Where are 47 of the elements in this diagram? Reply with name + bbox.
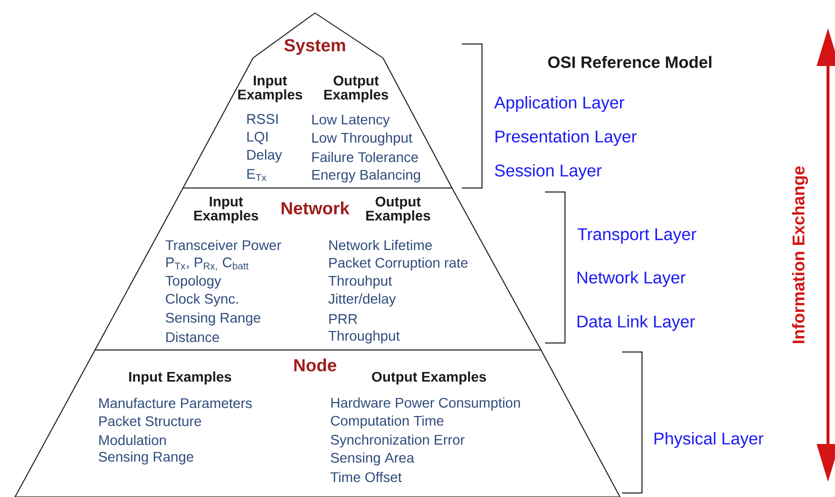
- layer-name: Session Layer: [494, 164, 602, 180]
- example-item: Delay: [247, 149, 282, 163]
- column-heading: Output Examples: [372, 371, 486, 385]
- example-item: Sensing Range: [98, 451, 194, 464]
- example-item: E$_{Tx}$: [247, 169, 266, 181]
- band-title: System: [284, 39, 346, 55]
- example-item: Sensing Range: [166, 312, 260, 326]
- layer-name: Presentation Layer: [496, 130, 637, 146]
- example-item: Energy Balancing: [312, 169, 420, 183]
- example-item: Computation Time: [330, 415, 444, 429]
- example-item: Sensing Area: [330, 452, 414, 466]
- example-item: Time Offset: [330, 472, 402, 482]
- example-item: Hardware Power Consumption: [331, 397, 520, 411]
- layer-name: Application Layer: [494, 96, 624, 112]
- example-item: Clock Sync.: [166, 293, 238, 307]
- example-item: Synchronization Error: [330, 434, 465, 448]
- example-item: Low Throughput: [312, 132, 412, 146]
- example-item: Throuhput: [328, 275, 392, 289]
- column-heading: Input Examples: [194, 196, 258, 224]
- column-heading: Output Examples: [366, 196, 430, 224]
- example-item: PRR: [329, 314, 358, 324]
- example-item: Throughput: [328, 330, 400, 344]
- example-item: RSSI: [247, 114, 278, 124]
- layer-name: Transport Layer: [578, 228, 696, 244]
- column-heading: Input Examples: [238, 76, 302, 102]
- example-item: Distance: [166, 332, 220, 342]
- example-item: Packet Structure: [99, 416, 202, 426]
- layer-name: Physical Layer: [654, 432, 764, 448]
- example-item: LQI: [247, 132, 268, 144]
- example-item: Transceiver Power: [166, 240, 282, 250]
- example-item: Topology: [166, 275, 222, 289]
- example-item: P$_{Tx}$, P$_{Rx,}$ C$_{batt}$: [166, 257, 249, 271]
- layer-name: Network Layer: [578, 271, 686, 287]
- axis-label: Information Exchange: [792, 166, 808, 344]
- band-title: Network: [282, 202, 350, 214]
- column-heading: Output Examples: [324, 76, 388, 102]
- section-heading: OSI Reference Model: [548, 56, 712, 68]
- example-item: Jitter/delay: [328, 293, 396, 307]
- example-item: Packet Corruption rate: [329, 257, 468, 271]
- example-item: Network Lifetime: [329, 240, 432, 250]
- layer-name: Data Link Layer: [578, 315, 695, 331]
- example-item: Failure Tolerance: [312, 152, 418, 162]
- example-item: Manufacture Parameters: [99, 398, 252, 408]
- column-heading: Input Examples: [129, 371, 232, 385]
- example-item: Modulation: [99, 434, 166, 446]
- band-title: Node: [294, 358, 336, 372]
- example-item: Low Latency: [312, 114, 390, 128]
